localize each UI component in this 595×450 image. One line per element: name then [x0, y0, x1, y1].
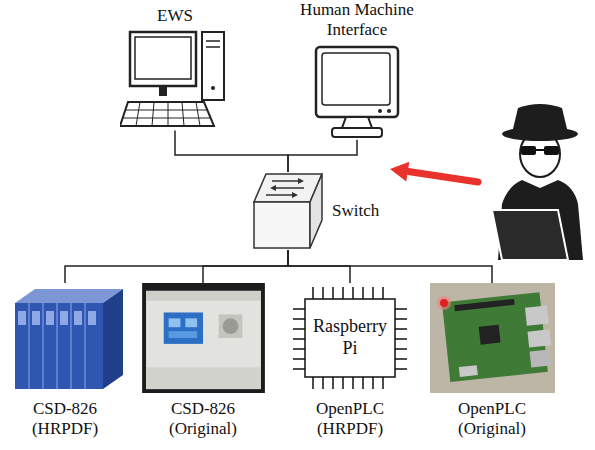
node-label: EWS: [157, 6, 193, 26]
device-label: OpenPLC (Original): [444, 399, 540, 440]
node-shape: [120, 30, 230, 130]
node-shape: [141, 283, 266, 393]
plc-node: OpenPLC (Original): [427, 283, 557, 440]
node-label: Switch: [332, 201, 379, 221]
node-shape: [252, 172, 324, 250]
attacker-figure: [492, 104, 583, 260]
chip-node: Raspberry Pi OpenPLC (HRPDF): [285, 283, 415, 440]
network-wire: [288, 140, 357, 172]
device-label: CSD-826 (HRPDF): [17, 399, 113, 440]
network-wire: [203, 250, 288, 283]
plc-node: CSD-826 (HRPDF): [0, 283, 130, 440]
node-label: Human Machine Interface: [292, 0, 422, 41]
workstation-node: EWS: [120, 6, 230, 130]
workstation-icon: [120, 30, 230, 130]
network-wire: [288, 250, 492, 283]
device-label: OpenPLC (HRPDF): [302, 399, 398, 440]
switch-node: Switch: [252, 172, 379, 250]
device-photo: [141, 283, 266, 393]
node-shape: Raspberry Pi: [285, 283, 415, 393]
node-shape: [430, 283, 555, 393]
plc-rack-icon: [5, 283, 125, 393]
device-label: CSD-826 (Original): [155, 399, 251, 440]
node-shape: [5, 283, 125, 393]
attack-arrow: [390, 162, 478, 182]
node-shape: [312, 45, 402, 140]
network-wire: [65, 250, 288, 283]
board-photo: [430, 283, 555, 393]
switch-icon: [252, 172, 324, 250]
hmi-node: Human Machine Interface: [292, 0, 422, 140]
network-wire: [175, 130, 288, 172]
monitor-icon: [312, 45, 402, 140]
plc-node: CSD-826 (Original): [138, 283, 268, 440]
chip-label: Raspberry Pi: [308, 316, 392, 359]
